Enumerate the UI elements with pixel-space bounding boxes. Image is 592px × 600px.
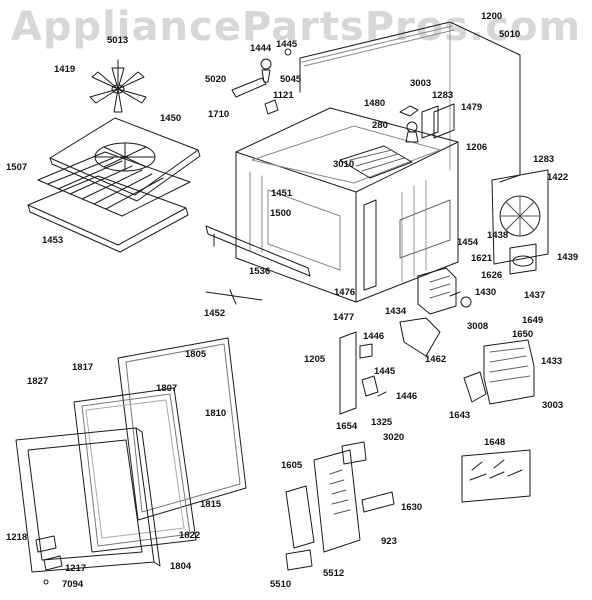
part-label: 1439: [557, 252, 579, 263]
part-label: 1446: [363, 331, 385, 342]
part-label: 5010: [499, 29, 521, 40]
part-label: 1454: [457, 237, 479, 248]
part-label: 1507: [6, 162, 28, 173]
part-label: 5013: [107, 35, 129, 46]
part-label: 3010: [333, 159, 355, 170]
part-label: 1433: [541, 356, 563, 367]
front-trim-bar: [205, 225, 311, 305]
transformer: [449, 291, 535, 405]
part-label: 1817: [72, 362, 94, 373]
part-label: 1476: [334, 287, 356, 298]
part-label: 3008: [467, 321, 489, 332]
door-choke: [73, 387, 197, 553]
control-panel: [285, 441, 395, 571]
drip-tray: [49, 117, 201, 202]
part-label: 1815: [200, 499, 222, 510]
watermark: AppliancePartsPros.com: [10, 4, 582, 50]
part-label: 1479: [461, 102, 483, 113]
part-label: 3003: [410, 78, 432, 89]
door-assembly: [15, 427, 161, 573]
interlock-bracket: [339, 331, 387, 415]
heater-grill: [339, 103, 455, 179]
part-label: 1200: [481, 11, 503, 22]
fan-housing: [491, 169, 549, 275]
part-label: 1446: [396, 391, 418, 402]
part-label: 1649: [522, 315, 544, 326]
part-label: 5510: [270, 579, 292, 590]
part-label: 1437: [524, 290, 546, 301]
door-hinge: [35, 535, 63, 585]
part-label: 1451: [271, 188, 293, 199]
part-label: 1444: [250, 43, 272, 54]
part-label: 923: [381, 536, 397, 547]
door-frame: [117, 337, 247, 521]
part-label: 7094: [62, 579, 84, 590]
part-label: 1206: [466, 142, 488, 153]
part-label: 1445: [374, 366, 396, 377]
part-label: 1805: [185, 349, 207, 360]
baking-pan: [27, 175, 189, 253]
part-label: 1710: [208, 109, 230, 120]
part-label: 1654: [336, 421, 358, 432]
part-label: 280: [372, 120, 388, 131]
hardware-kit: [461, 449, 531, 503]
part-label: 1218: [6, 532, 28, 543]
top-hardware: [231, 48, 292, 115]
outer-cabinet: [299, 21, 521, 183]
part-label: 1430: [475, 287, 497, 298]
part-label: 1438: [487, 230, 509, 241]
part-label: 1630: [401, 502, 423, 513]
part-label: 1605: [281, 460, 303, 471]
fan-blade: [89, 59, 147, 113]
part-label: 1121: [273, 90, 294, 101]
part-label: 1810: [205, 408, 227, 419]
part-label: 1419: [54, 64, 76, 75]
part-label: 1283: [533, 154, 555, 165]
part-label: 3003: [542, 400, 564, 411]
part-label: 1626: [481, 270, 503, 281]
part-label: 1205: [304, 354, 326, 365]
oven-rack: [37, 151, 191, 217]
part-label: 1450: [160, 113, 182, 124]
part-label: 5020: [205, 74, 227, 85]
part-label: 1453: [42, 235, 64, 246]
part-label: 1445: [276, 39, 298, 50]
part-label: 3020: [383, 432, 405, 443]
part-label: 5045: [280, 74, 302, 85]
part-label: 1283: [432, 90, 454, 101]
part-label: 1462: [425, 354, 447, 365]
part-label: 1422: [547, 172, 569, 183]
part-label: 1827: [27, 376, 49, 387]
part-label: 1325: [371, 417, 393, 428]
part-label: 1621: [471, 253, 493, 264]
part-label: 1452: [204, 308, 226, 319]
part-label: 1804: [170, 561, 192, 572]
part-label: 5512: [323, 568, 345, 579]
part-label: 1648: [484, 437, 506, 448]
magnetron: [399, 267, 457, 357]
part-label: 1822: [179, 530, 201, 541]
part-label: 1650: [512, 329, 534, 340]
part-label: 1477: [333, 312, 355, 323]
part-label: 1217: [65, 563, 87, 574]
part-label: 1500: [270, 208, 292, 219]
part-label: 1480: [364, 98, 386, 109]
oven-cavity: [235, 107, 459, 303]
part-label: 1807: [156, 383, 178, 394]
part-label: 1536: [249, 266, 271, 277]
part-label: 1643: [449, 410, 471, 421]
part-label: 1434: [385, 306, 407, 317]
